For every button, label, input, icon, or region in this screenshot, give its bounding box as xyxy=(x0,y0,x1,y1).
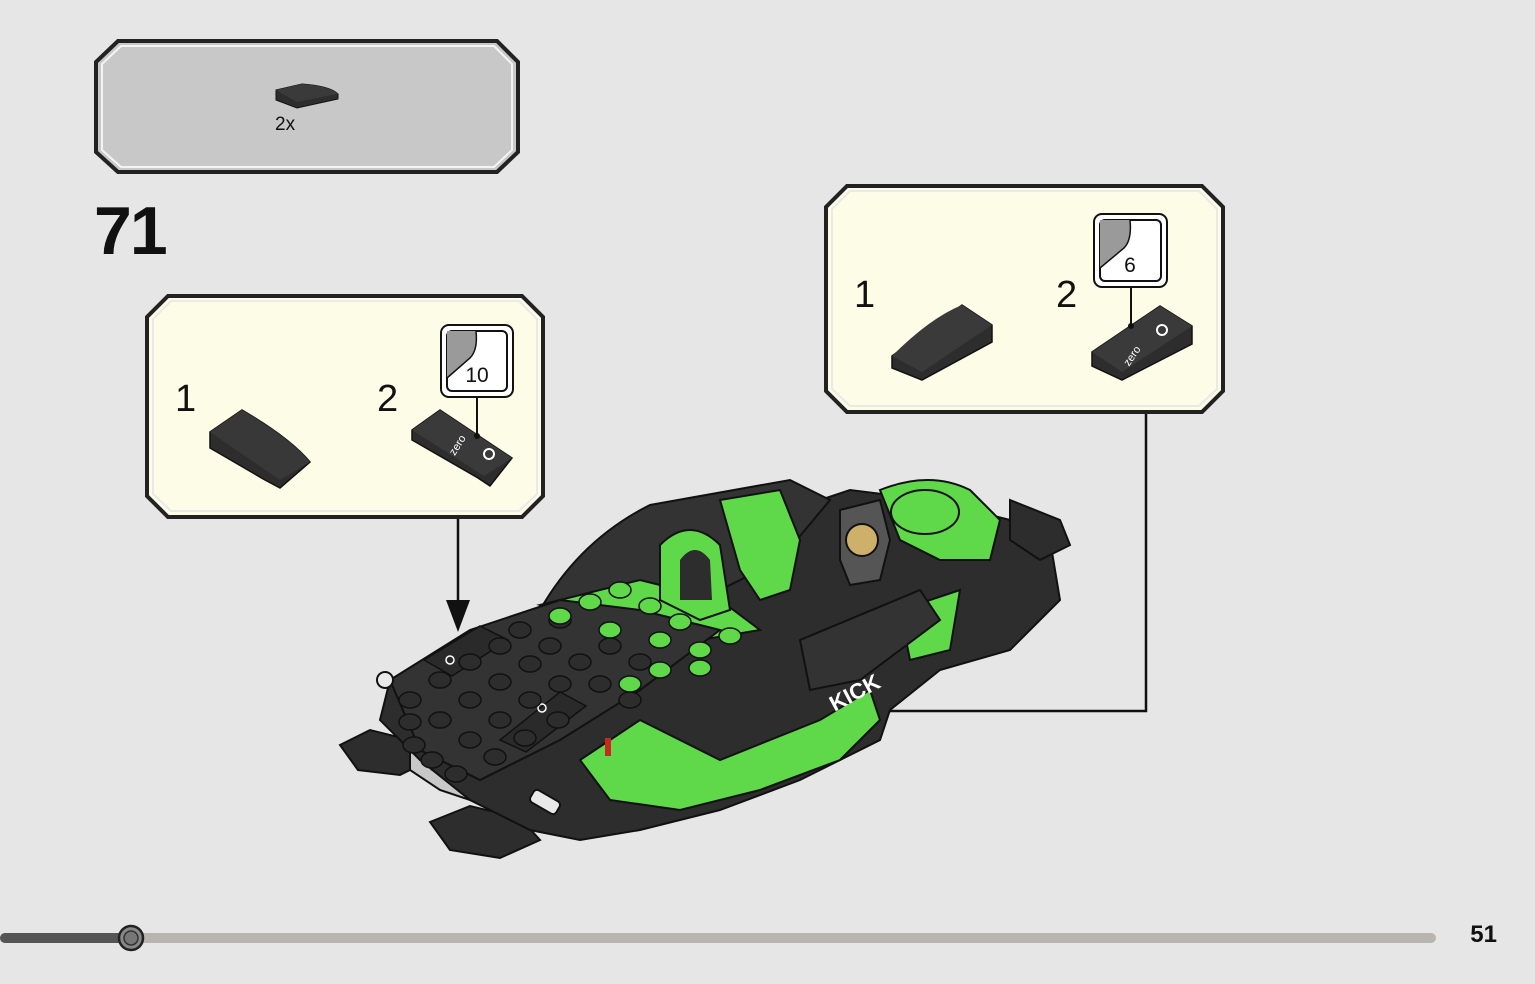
dark-stud xyxy=(518,691,542,709)
dark-stud xyxy=(398,691,422,709)
right-sticker-number: 6 xyxy=(1124,254,1136,277)
green-stud xyxy=(648,661,672,679)
progress-bar xyxy=(0,924,1436,952)
dark-stud xyxy=(538,637,562,655)
dark-stud xyxy=(618,691,642,709)
dark-stud xyxy=(420,751,444,769)
dark-stud xyxy=(518,655,542,673)
dark-stud xyxy=(488,711,512,729)
parts-quantity-label: 2x xyxy=(275,114,296,135)
left-callout-curved-slope-brick xyxy=(209,409,312,489)
dark-stud xyxy=(428,671,452,689)
left-callout-stickered-brick: zero xyxy=(411,409,514,488)
left-substep-1-label: 1 xyxy=(175,378,197,420)
green-stud xyxy=(718,627,742,645)
green-stud xyxy=(668,613,692,631)
dark-stud xyxy=(458,731,482,749)
dark-stud xyxy=(588,675,612,693)
page-number: 51 xyxy=(1470,921,1497,948)
right-sticker-card xyxy=(1093,213,1168,288)
dark-stud xyxy=(402,736,426,754)
green-stud xyxy=(608,581,632,599)
green-stud xyxy=(688,659,712,677)
dark-stud xyxy=(458,653,482,671)
green-stud xyxy=(578,593,602,611)
dark-stud xyxy=(513,729,537,747)
dark-stud xyxy=(398,713,422,731)
connector-left xyxy=(446,519,470,632)
green-stud xyxy=(548,607,572,625)
step-number: 71 xyxy=(94,193,168,269)
green-stud xyxy=(688,641,712,659)
dark-stud xyxy=(488,637,512,655)
dark-stud xyxy=(444,765,468,783)
dark-stud xyxy=(548,675,572,693)
parts-list-box xyxy=(94,39,520,174)
right-callout-stickered-brick: zero xyxy=(1091,305,1193,381)
green-stud xyxy=(618,675,642,693)
dark-stud xyxy=(598,637,622,655)
dark-stud xyxy=(508,621,532,639)
dark-stud xyxy=(483,748,507,766)
green-stud xyxy=(648,631,672,649)
dark-stud xyxy=(458,691,482,709)
left-sticker-card xyxy=(440,324,514,398)
dark-stud xyxy=(546,711,570,729)
dark-stud xyxy=(488,673,512,691)
right-callout-curved-slope-brick xyxy=(891,304,993,381)
left-substep-2-label: 2 xyxy=(377,378,399,420)
right-substep-2-label: 2 xyxy=(1056,274,1078,316)
green-stud xyxy=(598,621,622,639)
curved-slope-part-icon xyxy=(275,83,339,109)
right-substep-1-label: 1 xyxy=(854,274,876,316)
dark-stud xyxy=(428,711,452,729)
model-studs xyxy=(398,581,742,783)
green-stud xyxy=(638,597,662,615)
dark-stud xyxy=(568,653,592,671)
dark-stud xyxy=(628,653,652,671)
left-sticker-number: 10 xyxy=(465,364,489,387)
